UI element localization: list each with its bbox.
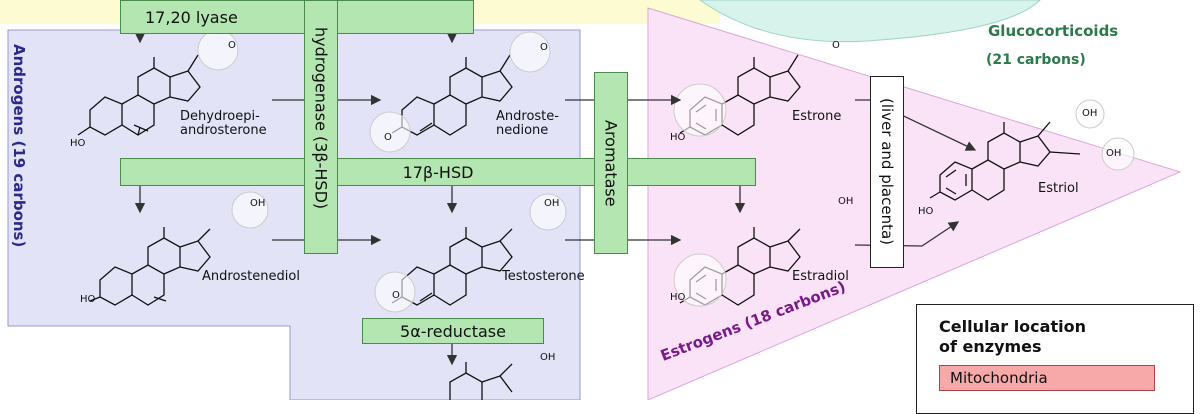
dihydrotestosterone-structure — [449, 362, 513, 400]
dhea-label: Dehydroepi- androsterone — [180, 110, 267, 138]
highlight-circle — [369, 111, 411, 153]
enzyme-label: hydrogenase (3β-HSD) — [311, 26, 331, 210]
androstenedione-label-line1: Androste- — [496, 109, 559, 124]
hydroxyl-label: OH — [540, 352, 556, 363]
highlight-circle — [374, 271, 416, 313]
ketone-label: O — [392, 290, 400, 301]
dhea-label-line2: androsterone — [180, 123, 267, 138]
hydroxyl-label: HO — [670, 132, 686, 143]
enzyme-label: (liver and placenta) — [878, 98, 896, 246]
enzyme-label: 5α-reductase — [400, 321, 506, 341]
highlight-circle — [673, 83, 727, 137]
ketone-label: O — [832, 40, 840, 51]
enzyme-label: 17,20 lyase — [145, 7, 238, 27]
estrogen-region — [647, 7, 1182, 400]
hydroxyl-label: HO — [80, 294, 96, 305]
ketone-label: O — [384, 132, 392, 143]
androstenedione-label-line2: nedione — [496, 123, 549, 138]
hydroxyl-label: OH — [838, 196, 854, 207]
glucocorticoids-label: Glucocorticoids — [988, 22, 1119, 40]
testosterone-label: Testosterone — [502, 269, 585, 284]
hydroxyl-label: OH — [250, 198, 266, 209]
background-regions — [0, 0, 1182, 400]
highlight-circle — [673, 253, 727, 307]
dhea-label-line1: Dehydroepi- — [180, 109, 260, 124]
estradiol-label: Estradiol — [792, 269, 849, 284]
androstenedione-structure — [391, 54, 513, 136]
legend-title-line2: of enzymes — [939, 337, 1042, 356]
highlight-circle — [509, 31, 551, 73]
estriol-label: Estriol — [1038, 181, 1079, 196]
enzyme-17b-hsd: 17β-HSD — [120, 158, 756, 186]
highlight-circle — [1101, 137, 1135, 171]
highlight-circle — [1075, 99, 1105, 129]
hydroxyl-label: HO — [70, 138, 86, 149]
androstenedione-label: Androste- nedione — [496, 110, 559, 138]
hydroxyl-label: OH — [544, 198, 560, 209]
enzyme-location-legend: Cellular location of enzymes Mitochondri… — [916, 304, 1194, 414]
legend-title-line1: Cellular location — [939, 317, 1086, 336]
androgen-region — [7, 29, 581, 400]
glucocorticoids-carbons: (21 carbons) — [986, 52, 1086, 68]
highlight-circle — [529, 193, 567, 231]
estrone-label: Estrone — [792, 109, 842, 124]
enzyme-3b-hsd: hydrogenase (3β-HSD) — [304, 0, 338, 254]
enzyme-label: 17β-HSD — [402, 162, 474, 182]
ketone-label: O — [540, 42, 548, 53]
enzyme-liver-placenta: (liver and placenta) — [870, 76, 904, 268]
dhea-structure — [77, 54, 201, 136]
hydroxyl-label: OH — [1106, 148, 1122, 159]
legend-mitochondria: Mitochondria — [939, 365, 1155, 391]
hydroxyl-label: HO — [670, 292, 686, 303]
hydroxyl-label: OH — [1082, 108, 1098, 119]
androstenediol-label: Androstenediol — [202, 269, 300, 284]
pathway-drawing — [77, 24, 1135, 400]
glucocorticoid-region — [699, 0, 1041, 43]
androgens-group-label: Androgens (19 carbons) — [10, 44, 28, 248]
enzyme-17-20-lyase: 17,20 lyase — [120, 0, 474, 34]
highlight-circle — [231, 191, 269, 229]
ketone-label: O — [228, 40, 236, 51]
androstenediol-structure — [89, 227, 211, 306]
enzyme-5a-reductase: 5α-reductase — [362, 318, 544, 344]
hydroxyl-label: HO — [918, 206, 934, 217]
estriol-structure — [929, 121, 1081, 201]
enzyme-aromatase: Aromatase — [594, 72, 628, 254]
enzyme-label: Aromatase — [601, 119, 621, 207]
